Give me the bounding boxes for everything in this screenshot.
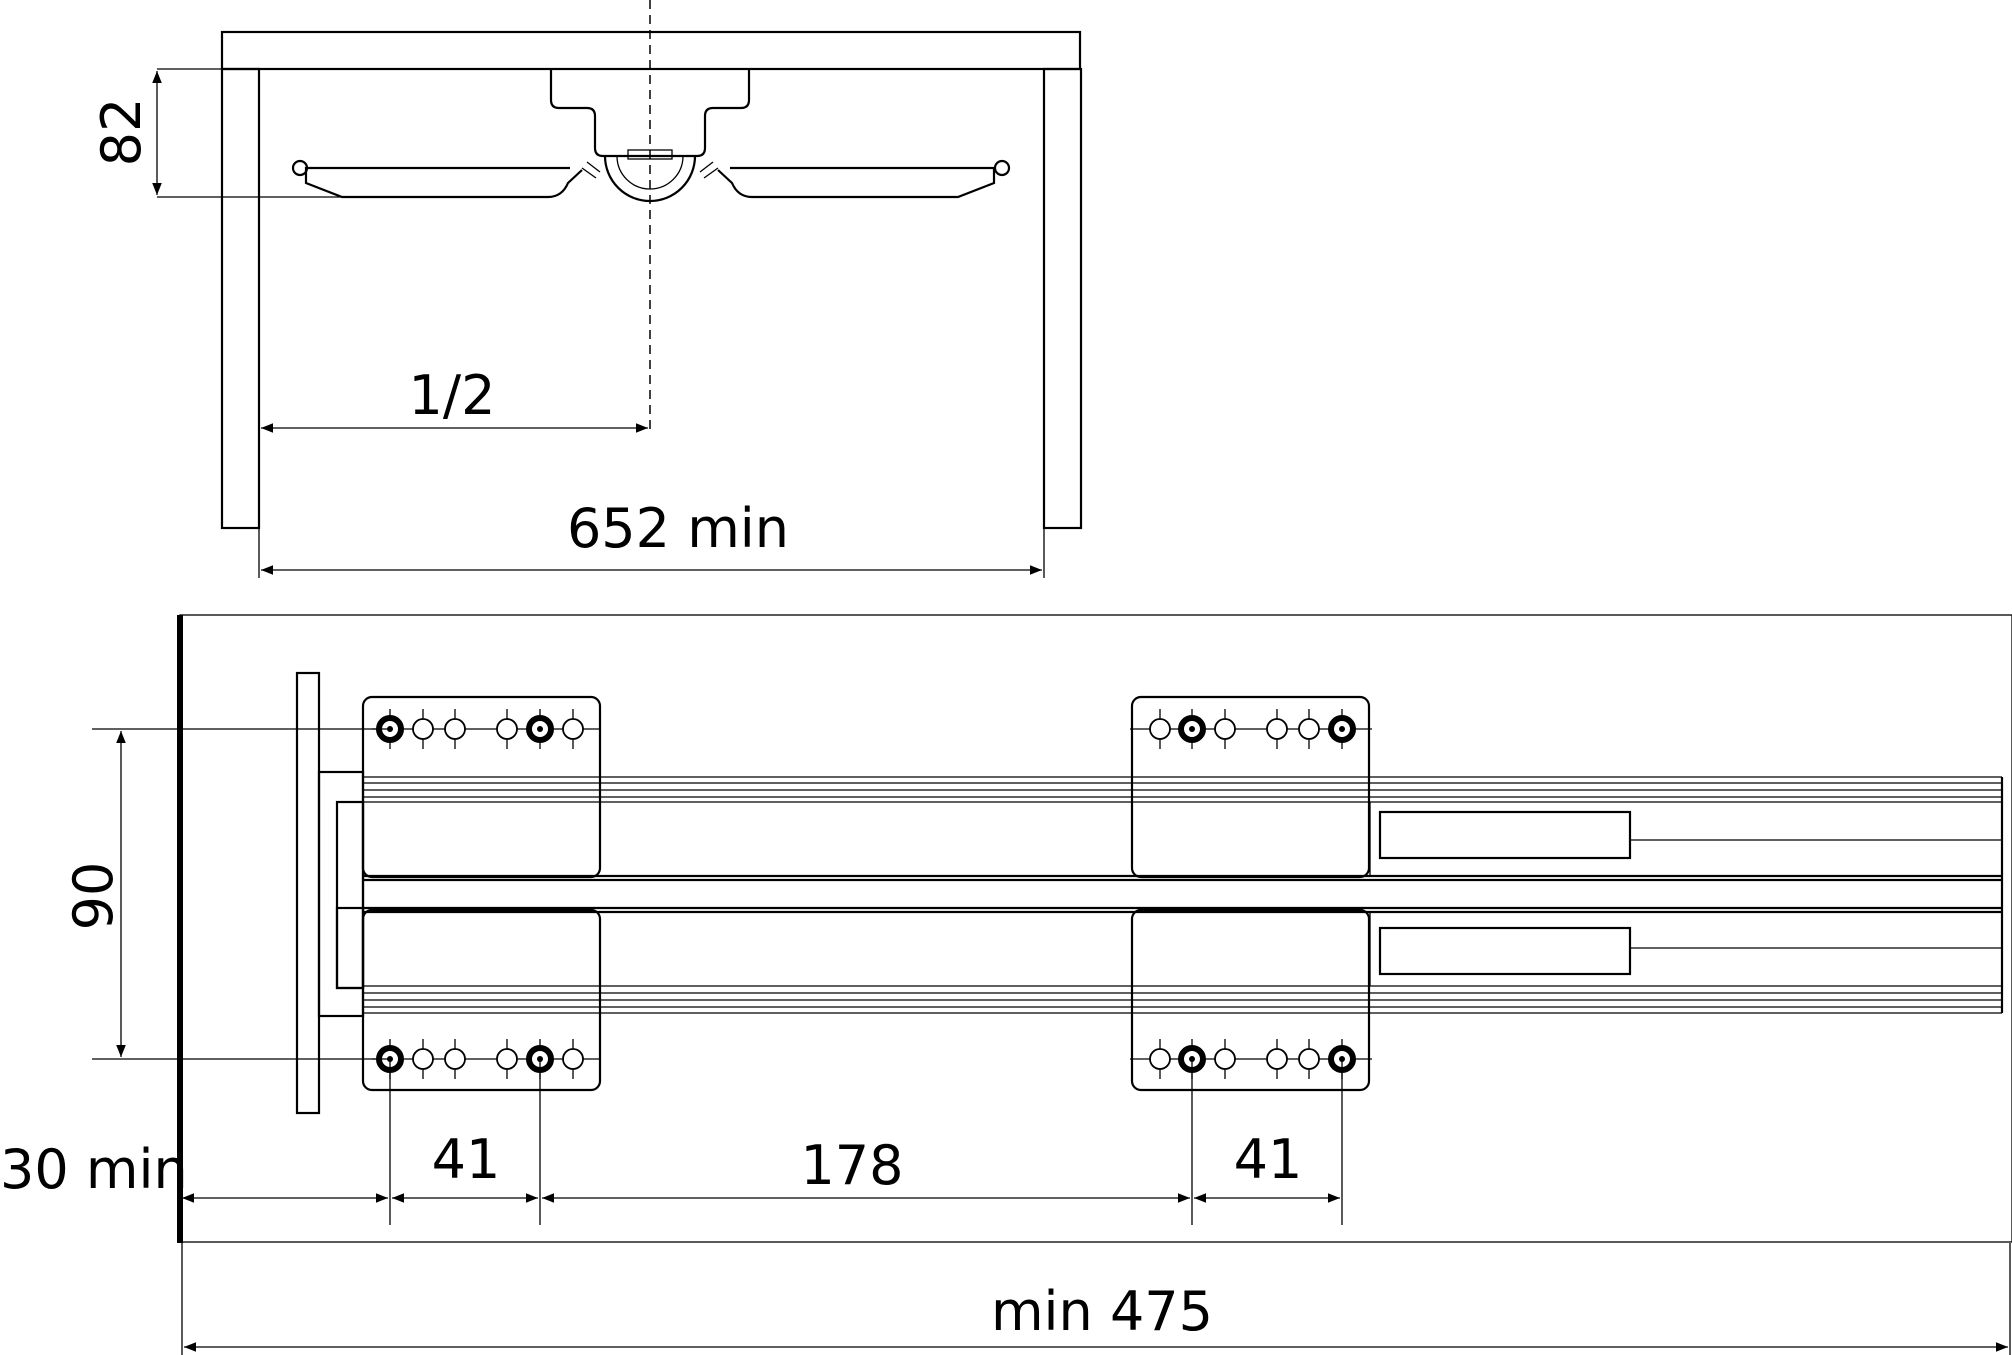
screw-hole <box>1266 718 1288 740</box>
swivel-hub <box>603 155 697 203</box>
height-82-dimension: 82 <box>90 68 551 198</box>
dim-82-label: 82 <box>90 98 153 167</box>
height-90-dimension: 90 <box>62 728 390 1060</box>
lower-rail <box>363 906 2002 1014</box>
dim-652-label: 652 min <box>567 497 789 560</box>
screw-center <box>1339 726 1345 732</box>
screw-hole <box>444 718 466 740</box>
screw-hole <box>1266 1048 1288 1070</box>
front-mounting-plate <box>295 671 321 1115</box>
dim-475-label: min 475 <box>991 1280 1213 1343</box>
dim-178-label: 178 <box>800 1134 903 1197</box>
screw-hole <box>444 1048 466 1070</box>
right-rail-arm <box>699 159 1011 199</box>
cabinet-left-panel <box>220 67 261 530</box>
screw-hole <box>496 718 518 740</box>
dim-half-label: 1/2 <box>409 364 496 427</box>
bracket-front-bottom <box>361 908 602 1092</box>
screw-hole <box>1214 1048 1236 1070</box>
spacing-178-dimension: 178 <box>542 1134 1190 1203</box>
bracket-rear-top <box>1130 695 1371 879</box>
screw-hole <box>1298 718 1320 740</box>
screw-hole <box>1149 718 1171 740</box>
screw-hole <box>496 1048 518 1070</box>
cabinet-top-panel <box>220 30 1082 71</box>
left-rail-arm <box>291 159 601 199</box>
width-652-dimension: 652 min <box>258 497 1045 578</box>
screw-center <box>1189 726 1195 732</box>
dim-90-label: 90 <box>62 862 125 931</box>
screw-hole <box>412 1048 434 1070</box>
screw-hole <box>1149 1048 1171 1070</box>
upper-rail <box>363 776 2002 882</box>
mounting-holes <box>372 709 1372 1079</box>
offset-30-dimension: 30 min <box>0 1138 388 1203</box>
cabinet-right-panel <box>1042 67 1083 530</box>
half-width-dimension: 1/2 <box>261 364 648 433</box>
depth-475-dimension: min 475 <box>181 1243 2011 1355</box>
dim-41-left-label: 41 <box>432 1128 501 1191</box>
side-view: 90 30 min 41 178 41 <box>0 614 2012 1355</box>
screw-hole <box>562 718 584 740</box>
dim-41-right-label: 41 <box>1234 1128 1303 1191</box>
dim-30-label: 30 min <box>0 1138 188 1201</box>
screw-hole <box>412 718 434 740</box>
screw-hole <box>1214 718 1236 740</box>
top-view: 82 1/2 652 min <box>90 0 1083 578</box>
bracket-front-top <box>361 695 602 879</box>
spacing-41-right-dimension: 41 <box>1194 1128 1340 1203</box>
spacing-41-left-dimension: 41 <box>392 1128 538 1203</box>
screw-center <box>537 726 543 732</box>
bracket-rear-bottom <box>1130 908 1371 1092</box>
mounting-bracket <box>549 69 751 158</box>
screw-hole <box>562 1048 584 1070</box>
screw-hole <box>1298 1048 1320 1070</box>
